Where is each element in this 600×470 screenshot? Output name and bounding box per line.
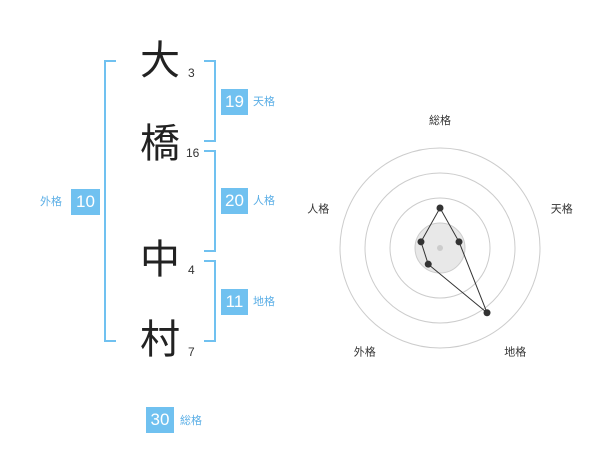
chikaku-bracket [204, 260, 216, 342]
jinkaku-bracket [204, 150, 216, 252]
chikaku-label: 地格 [253, 295, 275, 308]
radar-point-2 [455, 238, 463, 246]
radar-point-4 [424, 260, 432, 268]
stroke-count-2: 16 [186, 146, 200, 160]
stroke-count-1: 3 [188, 66, 195, 80]
radar-series [420, 206, 488, 314]
gaikaku-value: 10 [71, 189, 100, 215]
radar-ring-1 [414, 222, 466, 274]
jinkaku-value: 20 [221, 188, 248, 214]
radar-axis-label-4: 外格 [354, 345, 376, 359]
radar-axis-label-5: 人格 [307, 201, 329, 215]
radar-ring-4 [339, 147, 541, 349]
gaikaku-label: 外格 [40, 195, 62, 208]
radar-axis-label-2: 天格 [551, 201, 573, 215]
radar-axis-label-3: 地格 [504, 345, 526, 359]
tenkaku-value: 19 [221, 89, 248, 115]
jinkaku-label: 人格 [253, 194, 275, 207]
stroke-count-4: 7 [188, 345, 195, 359]
soukaku-label: 総格 [180, 414, 202, 427]
stroke-count-3: 4 [188, 263, 195, 277]
tenkaku-label: 天格 [253, 95, 275, 108]
name-char-3: 中 [140, 237, 180, 283]
radar-center-dot [437, 245, 443, 251]
name-char-4: 村 [140, 317, 180, 363]
gaikaku-bracket [104, 60, 116, 342]
name-char-1: 大 [140, 38, 180, 84]
soukaku-value: 30 [146, 407, 174, 433]
radar-ring-3 [364, 172, 516, 324]
radar-axis-label-1: 総格 [429, 113, 451, 127]
radar-point-5 [417, 238, 425, 246]
name-char-2: 橋 [140, 121, 180, 167]
chikaku-value: 11 [221, 289, 248, 315]
radar-point-1 [436, 204, 444, 212]
radar-point-3 [483, 309, 491, 317]
tenkaku-bracket [204, 60, 216, 142]
radar-ring-2 [389, 197, 491, 299]
